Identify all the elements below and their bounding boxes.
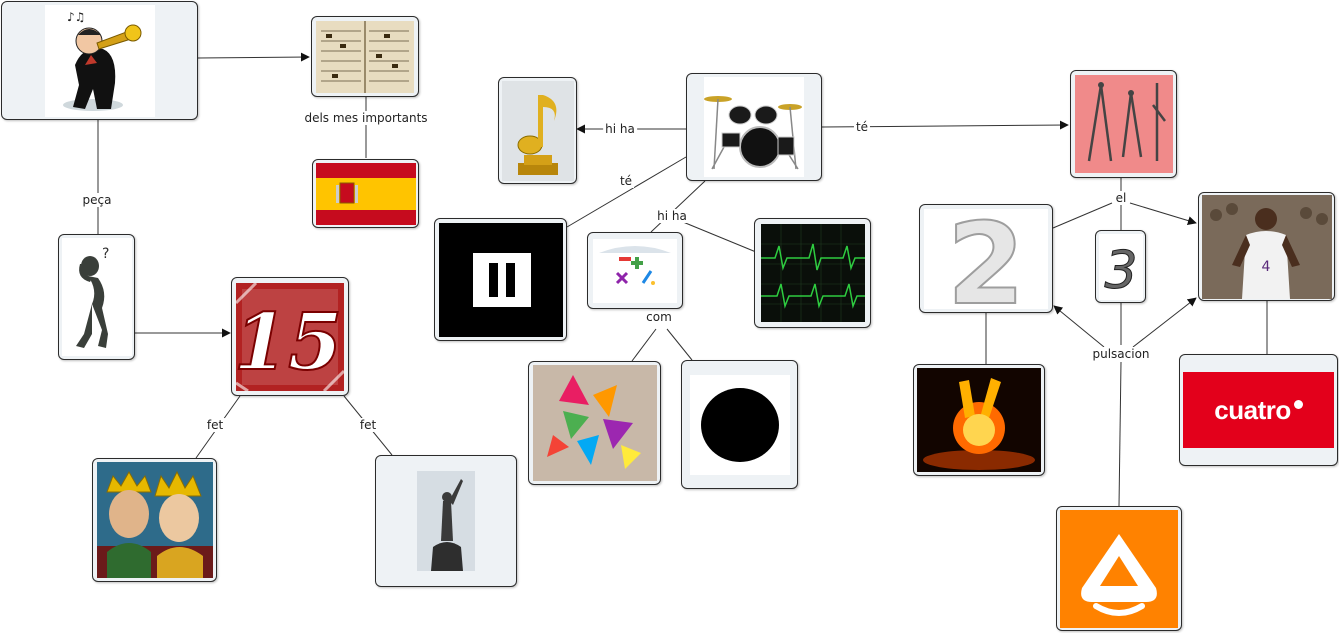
- spain-flag-icon: [316, 163, 416, 225]
- svg-text:15: 15: [236, 297, 342, 388]
- thinking-figure-icon: ?: [62, 238, 132, 356]
- columbus-statue-icon: [417, 471, 475, 571]
- number-three-icon: 3: [1099, 234, 1143, 300]
- node-musician[interactable]: ♪♫: [1, 1, 198, 120]
- node-two[interactable]: 2: [919, 204, 1053, 313]
- link-label-peca: peça: [81, 193, 114, 207]
- node-circle[interactable]: [681, 360, 798, 489]
- link-label-hi-ha-left: hi ha: [603, 122, 637, 136]
- fire-hand-icon: [917, 368, 1041, 472]
- drum-kit-icon: [704, 77, 804, 177]
- node-three[interactable]: 3: [1095, 230, 1146, 303]
- svg-text:♪♫: ♪♫: [67, 10, 85, 24]
- node-math[interactable]: [587, 232, 683, 309]
- node-ecg[interactable]: [754, 218, 871, 328]
- node-pause[interactable]: [434, 218, 567, 341]
- link-math-circle: [667, 329, 692, 360]
- node-origami[interactable]: [528, 361, 661, 485]
- node-drums[interactable]: [686, 73, 822, 181]
- svg-text:4: 4: [1261, 259, 1270, 275]
- link-label-te-right: té: [854, 120, 870, 134]
- number-two-icon: 2: [924, 209, 1048, 309]
- old-music-score-icon: [316, 21, 414, 93]
- node-antena3[interactable]: [1056, 506, 1182, 631]
- node-spain[interactable]: [312, 159, 419, 228]
- node-award[interactable]: [498, 77, 577, 184]
- link-musician-score: [198, 57, 309, 58]
- link-label-el: el: [1114, 191, 1129, 205]
- link-label-te-left: té: [618, 174, 634, 188]
- math-symbols-icon: [593, 239, 677, 303]
- node-fifteen[interactable]: 15: [231, 277, 349, 396]
- link-math-ecg: [683, 222, 756, 252]
- link-label-hi-ha-mid: hi ha: [655, 209, 689, 223]
- link-label-dels-mes-importants: dels mes importants: [302, 111, 429, 125]
- link-pulsacion-player: [1133, 298, 1196, 347]
- node-fire[interactable]: [913, 364, 1045, 476]
- drawing-compass-icon: [1075, 75, 1173, 173]
- node-monarchs[interactable]: [92, 458, 217, 582]
- link-label-fet-right: fet: [358, 418, 378, 432]
- origami-stars-icon: [533, 365, 657, 481]
- pause-icon: [439, 223, 563, 337]
- link-label-pulsacion: pulsacion: [1090, 347, 1151, 361]
- node-cuatro[interactable]: cuatro: [1179, 354, 1338, 466]
- node-statue[interactable]: [375, 455, 517, 587]
- svg-text:2: 2: [947, 209, 1025, 309]
- basketball-player-icon: 4: [1202, 195, 1332, 299]
- link-label-fet-left: fet: [205, 418, 225, 432]
- link-pulsacion-antena3: [1119, 362, 1121, 506]
- antena3-logo-icon: [1060, 510, 1178, 628]
- link-hub-two: [1053, 203, 1112, 228]
- svg-text:?: ?: [102, 246, 109, 262]
- link-math-origami: [632, 329, 656, 361]
- link-pulsacion-two: [1054, 306, 1104, 347]
- node-compass[interactable]: [1070, 70, 1177, 178]
- link-label-com: com: [644, 310, 674, 324]
- node-player[interactable]: 4: [1198, 192, 1335, 301]
- cuatro-logo-text: cuatro: [1214, 395, 1290, 426]
- link-drums-math: [651, 181, 705, 232]
- cuatro-logo-icon: cuatro: [1183, 372, 1334, 448]
- catholic-monarchs-icon: [97, 462, 213, 578]
- trumpet-player-icon: ♪♫: [45, 5, 155, 117]
- node-score[interactable]: [311, 16, 419, 97]
- link-hub-player: [1130, 203, 1196, 223]
- heartbeat-monitor-icon: [761, 224, 865, 322]
- number-15-icon: 15: [236, 283, 344, 391]
- black-circle-icon: [690, 375, 790, 475]
- node-thinker[interactable]: ?: [58, 234, 135, 360]
- svg-text:3: 3: [1104, 241, 1137, 300]
- golden-music-note-award-icon: [502, 81, 574, 181]
